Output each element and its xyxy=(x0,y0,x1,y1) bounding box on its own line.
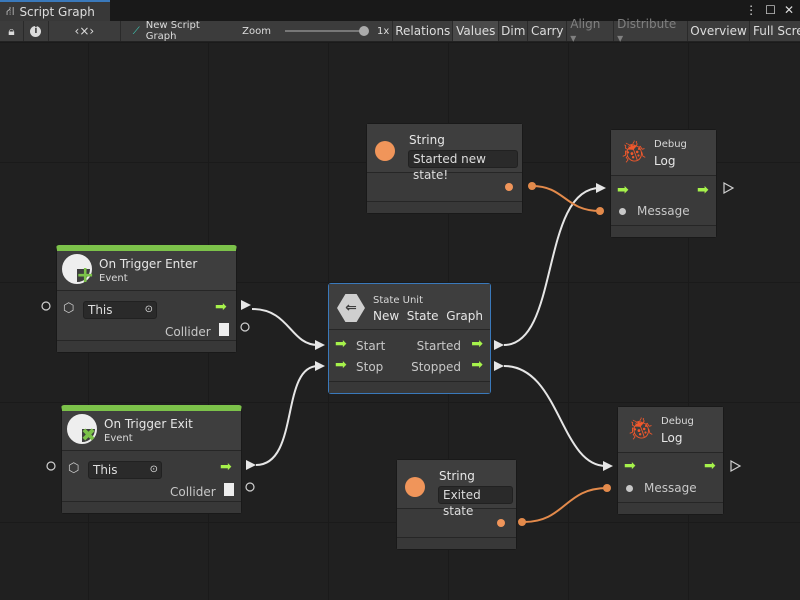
graph-icon: ⟋ xyxy=(132,25,140,37)
gameobject-cube-icon: ⬡ xyxy=(68,461,80,476)
align-dropdown[interactable]: Align ▾ xyxy=(567,17,615,45)
string-value-input[interactable]: Started new state! xyxy=(408,150,518,182)
object-picker-icon[interactable]: ⊙ xyxy=(144,304,153,315)
distribute-dropdown[interactable]: Distribute ▾ xyxy=(614,17,689,45)
overview-button[interactable]: Overview xyxy=(688,21,751,41)
string-output-dot xyxy=(505,183,513,191)
flow-out-arrow-icon: ➡ xyxy=(220,459,232,475)
graph-breadcrumb: ⟋ New Script Graph Zoom 1x xyxy=(121,20,394,42)
more-options-icon[interactable]: ⋮ xyxy=(745,3,758,17)
lock-icon: 🔒︎ xyxy=(8,23,15,38)
gameobject-cube-icon: ⬡ xyxy=(63,301,75,316)
flow-in-arrow-icon: ➡ xyxy=(624,458,636,474)
trigger-exit-icon xyxy=(67,414,97,444)
variables-button[interactable]: ‹×› xyxy=(49,21,121,41)
trigger-enter-icon xyxy=(62,254,92,284)
target-field[interactable]: This⊙ xyxy=(88,461,162,479)
message-dot xyxy=(619,208,626,215)
zoom-slider-thumb[interactable] xyxy=(358,26,369,36)
toolbar: 🔒︎ i ‹×› ⟋ New Script Graph Zoom 1x Rela… xyxy=(0,17,800,45)
flow-in-arrow-icon: ➡ xyxy=(335,357,347,373)
full-screen-button[interactable]: Full Screen xyxy=(753,24,800,38)
document-icon xyxy=(219,323,229,336)
target-field[interactable]: This⊙ xyxy=(83,301,157,319)
info-button[interactable]: i xyxy=(24,21,49,41)
state-unit-node[interactable]: ⇐ State Unit New State Graph ➡ Start Sta… xyxy=(328,283,491,394)
flow-out-arrow-icon: ➡ xyxy=(704,458,716,474)
values-button[interactable]: Values xyxy=(453,21,500,41)
string-icon xyxy=(405,477,425,497)
flow-out-arrow-icon: ➡ xyxy=(697,182,709,198)
maximize-icon[interactable]: ☐ xyxy=(765,3,776,17)
on-trigger-enter-node[interactable]: + On Trigger Enter Event ⬡ This⊙ ➡ Colli… xyxy=(56,245,237,353)
string-value-input[interactable]: Exited state xyxy=(438,486,513,518)
on-trigger-exit-node[interactable]: ✖ On Trigger Exit Event ⬡ This⊙ ➡ Collid… xyxy=(61,405,242,514)
string-output-dot xyxy=(497,519,505,527)
string-icon xyxy=(375,141,395,161)
variables-icon: ‹×› xyxy=(74,24,95,38)
flow-in-arrow-icon: ➡ xyxy=(617,182,629,198)
bug-icon: 🐞︎ xyxy=(620,140,648,165)
document-icon xyxy=(224,483,234,496)
flow-out-arrow-icon: ➡ xyxy=(471,336,483,352)
string-node-started[interactable]: String Started new state! xyxy=(366,123,523,214)
debug-log-node-2[interactable]: 🐞︎ Debug Log ➡ ➡ Message xyxy=(617,406,724,515)
dim-button[interactable]: Dim xyxy=(499,21,529,41)
state-unit-icon: ⇐ xyxy=(337,294,365,322)
object-picker-icon[interactable]: ⊙ xyxy=(149,464,158,475)
zoom-slider[interactable] xyxy=(284,26,369,36)
tab-bar: ⛙ Script Graph ⋮ ☐ ✕ xyxy=(0,0,800,21)
carry-button[interactable]: Carry xyxy=(528,21,568,41)
bug-icon: 🐞︎ xyxy=(627,417,655,442)
flow-out-arrow-icon: ➡ xyxy=(471,357,483,373)
cross-icon: ✖ xyxy=(81,425,97,446)
string-node-exited[interactable]: String Exited state xyxy=(396,459,517,550)
info-icon: i xyxy=(30,25,42,37)
graph-hierarchy-icon: ⛙ xyxy=(6,3,15,18)
debug-log-node-1[interactable]: 🐞︎ Debug Log ➡ ➡ Message xyxy=(610,129,717,238)
message-dot xyxy=(626,485,633,492)
plus-icon: + xyxy=(76,263,95,288)
relations-button[interactable]: Relations xyxy=(393,21,454,41)
close-icon[interactable]: ✕ xyxy=(783,3,794,17)
flow-in-arrow-icon: ➡ xyxy=(335,336,347,352)
tab-script-graph[interactable]: ⛙ Script Graph xyxy=(0,0,110,21)
lock-button[interactable]: 🔒︎ xyxy=(0,21,24,41)
flow-out-arrow-icon: ➡ xyxy=(215,299,227,315)
